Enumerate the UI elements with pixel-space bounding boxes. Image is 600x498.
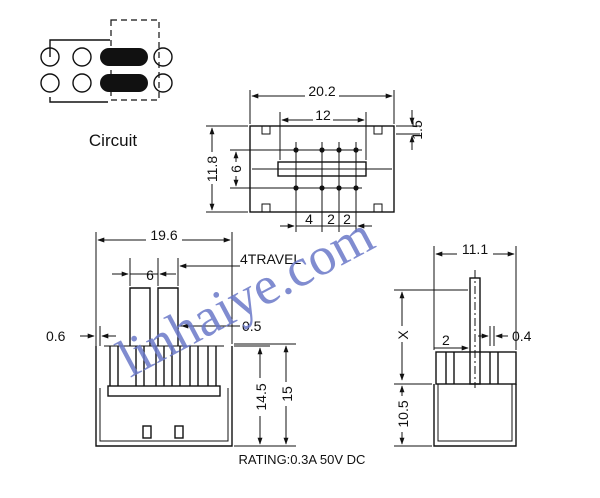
dim-offset: 1.5 bbox=[409, 120, 425, 140]
contact-slider bbox=[100, 48, 148, 66]
actuator bbox=[129, 287, 151, 346]
dim-overall-width: 20.2 bbox=[308, 83, 335, 99]
dim-actuator-length: X bbox=[395, 330, 411, 340]
circuit-diagram: Circuit bbox=[40, 19, 173, 150]
dim-front-width: 19.6 bbox=[150, 227, 177, 243]
dim-side-body-height: 10.5 bbox=[395, 400, 411, 427]
side-view-body bbox=[433, 384, 517, 447]
terminal-circle bbox=[72, 73, 92, 93]
contact-slider bbox=[100, 74, 148, 92]
dim-pitch-c: 2 bbox=[343, 211, 351, 227]
dim-total-height: 15 bbox=[279, 386, 295, 402]
dim-body-height: 14.5 bbox=[253, 383, 269, 410]
terminal-circle bbox=[153, 73, 173, 93]
dim-actuator-width: 6 bbox=[146, 267, 154, 283]
dim-pitch-a: 4 bbox=[305, 211, 313, 227]
terminal-circle bbox=[40, 73, 60, 93]
terminal-circle bbox=[40, 47, 60, 67]
terminal-circle bbox=[72, 47, 92, 67]
dim-pin-span: 12 bbox=[315, 107, 331, 123]
dim-side-width: 11.1 bbox=[462, 241, 488, 257]
side-view: 11.1 X 2 0.4 10.5 bbox=[393, 241, 532, 447]
dim-height: 11.8 bbox=[204, 156, 220, 182]
top-view: 20.2 12 1.5 11.8 6 4 2 2 bbox=[203, 83, 425, 232]
dim-actuator-gap: 0.5 bbox=[242, 318, 262, 334]
circuit-label: Circuit bbox=[89, 131, 137, 150]
dim-pitch-b: 2 bbox=[327, 211, 335, 227]
dim-pin-width: 0.6 bbox=[46, 328, 66, 344]
terminal-circle bbox=[153, 47, 173, 67]
front-view: 19.6 6 4TRAVEL 0.6 0.5 14.5 15 bbox=[46, 227, 301, 447]
front-view-body bbox=[95, 388, 233, 447]
dim-inner-height: 6 bbox=[228, 165, 244, 173]
dim-travel: 4TRAVEL bbox=[240, 251, 301, 267]
dim-side-actuator-width: 2 bbox=[442, 332, 450, 348]
dim-pin-thickness: 0.4 bbox=[512, 328, 532, 344]
rating-label: RATING:0.3A 50V DC bbox=[239, 452, 366, 467]
